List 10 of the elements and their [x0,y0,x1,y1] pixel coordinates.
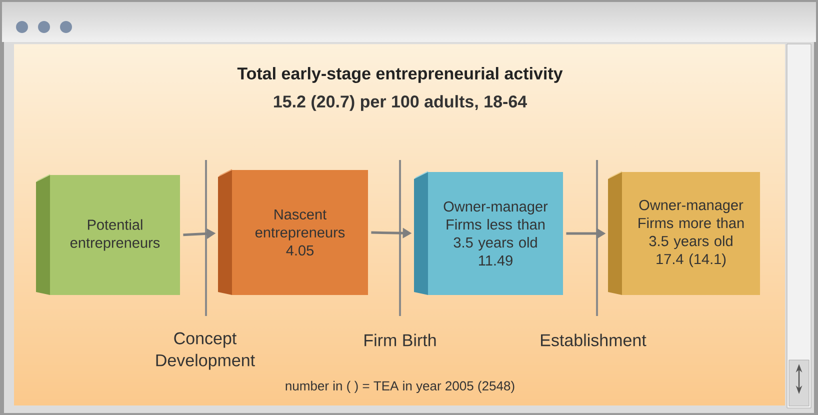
block-drawing: Potential entrepreneurs [36,174,180,295]
stage-label: Establishment [541,334,646,346]
title: Total early-stage entrepreneurial activity [237,67,563,83]
subtitle: 15.2 (20.7) per 100 adults, 18-64 [274,95,527,111]
footnote: number in ( ) = TEA in year 2005 (2548) [286,380,514,394]
stage-label: Firm Birth [364,334,436,346]
block-drawing: Owner-manager Firms more than 3.5 years old 17.4 (14.1) [608,171,760,295]
block-drawing: Owner-manager Firms less than 3.5 years old 11.49 [414,171,563,295]
block-drawing: Nascent entrepreneurs 4.05 [218,169,368,295]
stage-label: Concept Development [156,332,255,370]
